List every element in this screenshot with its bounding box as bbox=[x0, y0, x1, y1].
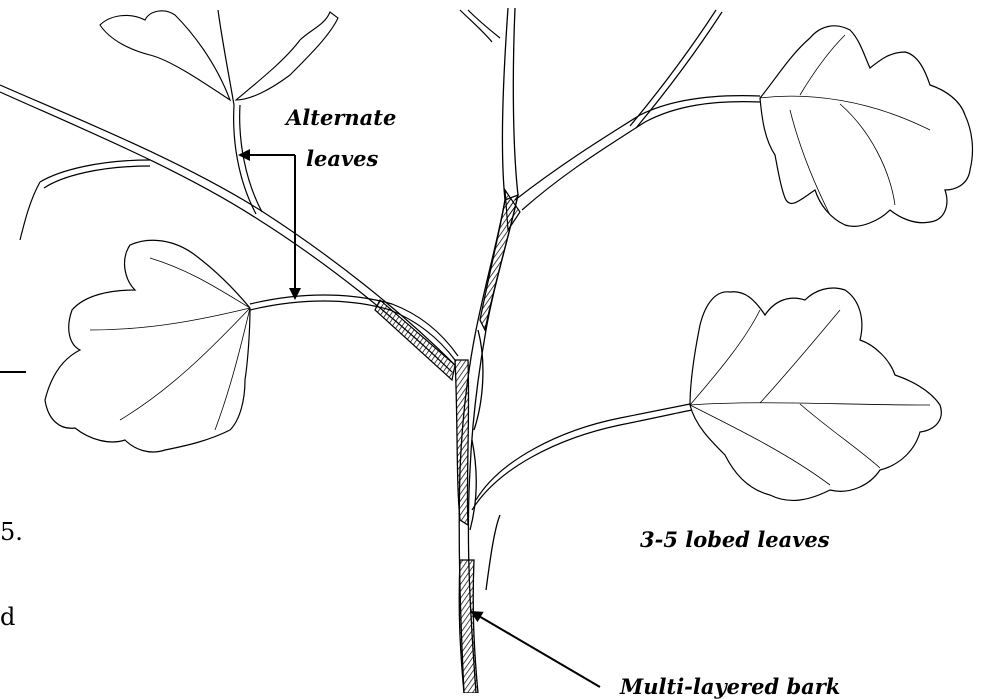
lobed-leaves-label: 3-5 lobed leaves bbox=[640, 527, 830, 552]
alternate-label-line2: leaves bbox=[306, 146, 378, 171]
main-stem bbox=[455, 8, 518, 693]
alternate-label-line1: Alternate bbox=[286, 105, 396, 130]
upper-right-branch bbox=[505, 10, 760, 230]
lower-right-branch bbox=[472, 404, 692, 510]
cut-off-text-1: 5. bbox=[0, 520, 23, 544]
bark-arrow bbox=[472, 612, 600, 687]
upper-left-top-leaf bbox=[100, 11, 338, 100]
lower-right-leaf bbox=[690, 288, 941, 500]
bark-label: Multi-layered bark bbox=[620, 674, 840, 699]
top-twig bbox=[460, 10, 500, 42]
upper-right-leaf bbox=[760, 26, 972, 226]
cut-off-text-2: d bbox=[0, 605, 15, 629]
lower-left-leaf bbox=[45, 240, 250, 452]
